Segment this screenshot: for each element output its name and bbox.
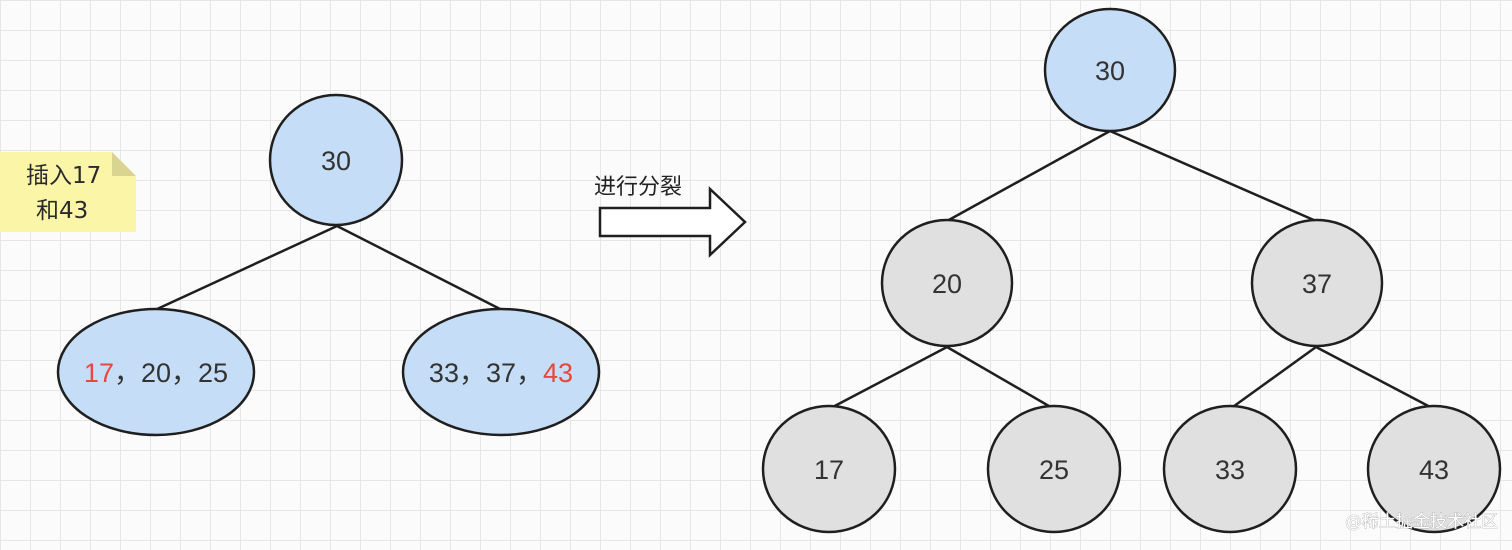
sticky-note-fold	[112, 152, 136, 176]
key-separator: ，	[459, 358, 486, 388]
before-right-keys: 33，37，43	[429, 358, 573, 388]
node-key: 33	[429, 358, 459, 388]
edge-37-to-43	[1315, 345, 1435, 411]
after-node-37-key: 37	[1302, 269, 1332, 299]
after-node-25-key: 25	[1039, 455, 1069, 485]
edge-30-to-20	[946, 129, 1111, 223]
note-line-2: 和43	[36, 198, 88, 224]
after-node-37	[1250, 218, 1384, 348]
edge-root-to-left	[154, 224, 338, 312]
after-node-17	[761, 404, 897, 534]
after-node-20-key: 20	[932, 269, 962, 299]
edge-20-to-25	[946, 345, 1055, 411]
before-left-node	[56, 307, 256, 437]
hollow-arrow-icon	[598, 186, 747, 258]
after-node-33-key: 33	[1215, 455, 1245, 485]
before-root-node	[268, 93, 404, 227]
after-node-43	[1366, 404, 1502, 534]
sticky-note: 插入17 和43	[0, 152, 136, 232]
edge-root-to-right	[336, 224, 503, 312]
sticky-note-background	[0, 152, 136, 232]
after-root-key: 30	[1095, 56, 1125, 86]
node-key: 30	[321, 146, 351, 176]
edge-20-to-17	[828, 345, 948, 411]
after-tree: 30 20 37 17 25 33 43	[761, 7, 1502, 534]
split-arrow: 进行分裂	[594, 175, 747, 258]
note-line-1: 插入17	[26, 163, 101, 189]
after-node-25	[986, 404, 1122, 534]
before-root-key: 30	[321, 146, 351, 176]
after-node-33	[1162, 404, 1298, 534]
after-node-17-key: 17	[814, 455, 844, 485]
edge-37-to-33	[1229, 345, 1317, 411]
key-separator: ，	[171, 358, 198, 388]
before-left-keys: 17，20，25	[84, 358, 228, 388]
watermark: @稀土掘金技术社区	[1345, 512, 1498, 532]
key-separator: ，	[516, 358, 543, 388]
before-tree: 30 17，20，25 33，37，43	[56, 93, 601, 437]
before-right-node	[401, 307, 601, 437]
after-root-node	[1043, 7, 1177, 133]
after-node-20	[880, 218, 1014, 348]
after-node-43-key: 43	[1419, 455, 1449, 485]
node-key: 43	[543, 358, 573, 388]
node-key: 17	[84, 358, 114, 388]
key-separator: ，	[114, 358, 141, 388]
node-key: 25	[198, 358, 228, 388]
arrow-label: 进行分裂	[594, 175, 682, 200]
node-key: 37	[486, 358, 516, 388]
edge-30-to-37	[1109, 129, 1317, 223]
node-key: 20	[141, 358, 171, 388]
